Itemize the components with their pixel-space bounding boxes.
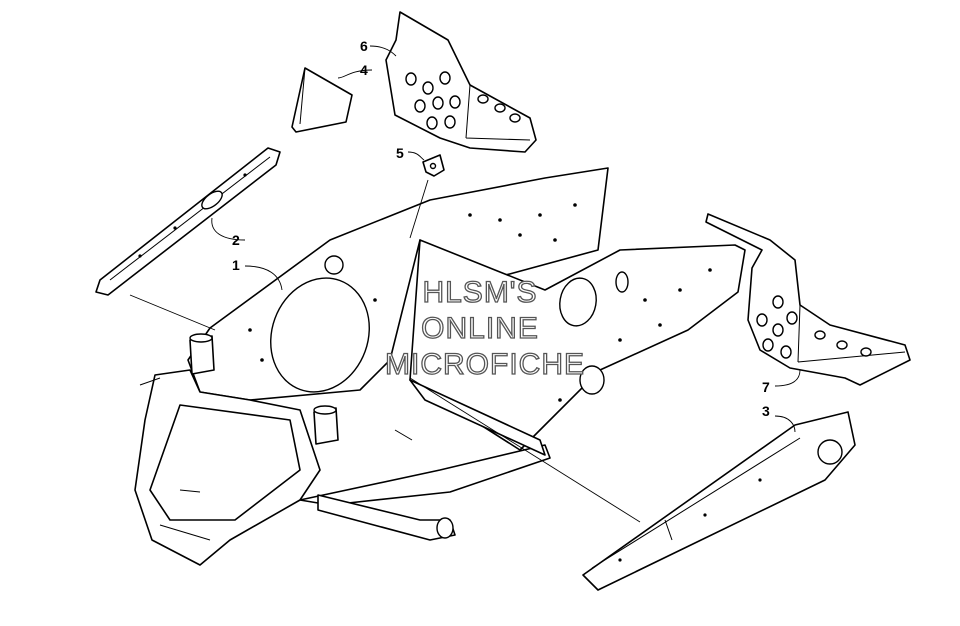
- callout-3: 3: [762, 403, 770, 419]
- part-7-right-footrest: [705, 213, 911, 386]
- callout-labels: 1 2 3 4 5 6 7: [232, 38, 770, 419]
- watermark-line-1: HLSM'S: [422, 276, 537, 309]
- callout-6: 6: [360, 38, 368, 54]
- part-4-bracket: [291, 67, 353, 133]
- watermark: HLSM'S ONLINE MICROFICHE: [384, 275, 585, 381]
- part-2-left-rail: [95, 147, 281, 296]
- callout-5: 5: [396, 145, 404, 161]
- part-6-upper-footrest: [385, 11, 537, 153]
- part-1-main-chassis: [134, 167, 746, 566]
- callout-2: 2: [232, 232, 240, 248]
- watermark-line-2: ONLINE: [421, 312, 539, 345]
- leader-lines: [129, 45, 801, 523]
- callout-1: 1: [232, 257, 240, 273]
- callout-4: 4: [360, 62, 368, 78]
- part-3-right-rail: [582, 411, 856, 591]
- callout-7: 7: [762, 379, 770, 395]
- watermark-line-3: MICROFICHE: [385, 348, 585, 381]
- part-5-clip: [422, 154, 445, 177]
